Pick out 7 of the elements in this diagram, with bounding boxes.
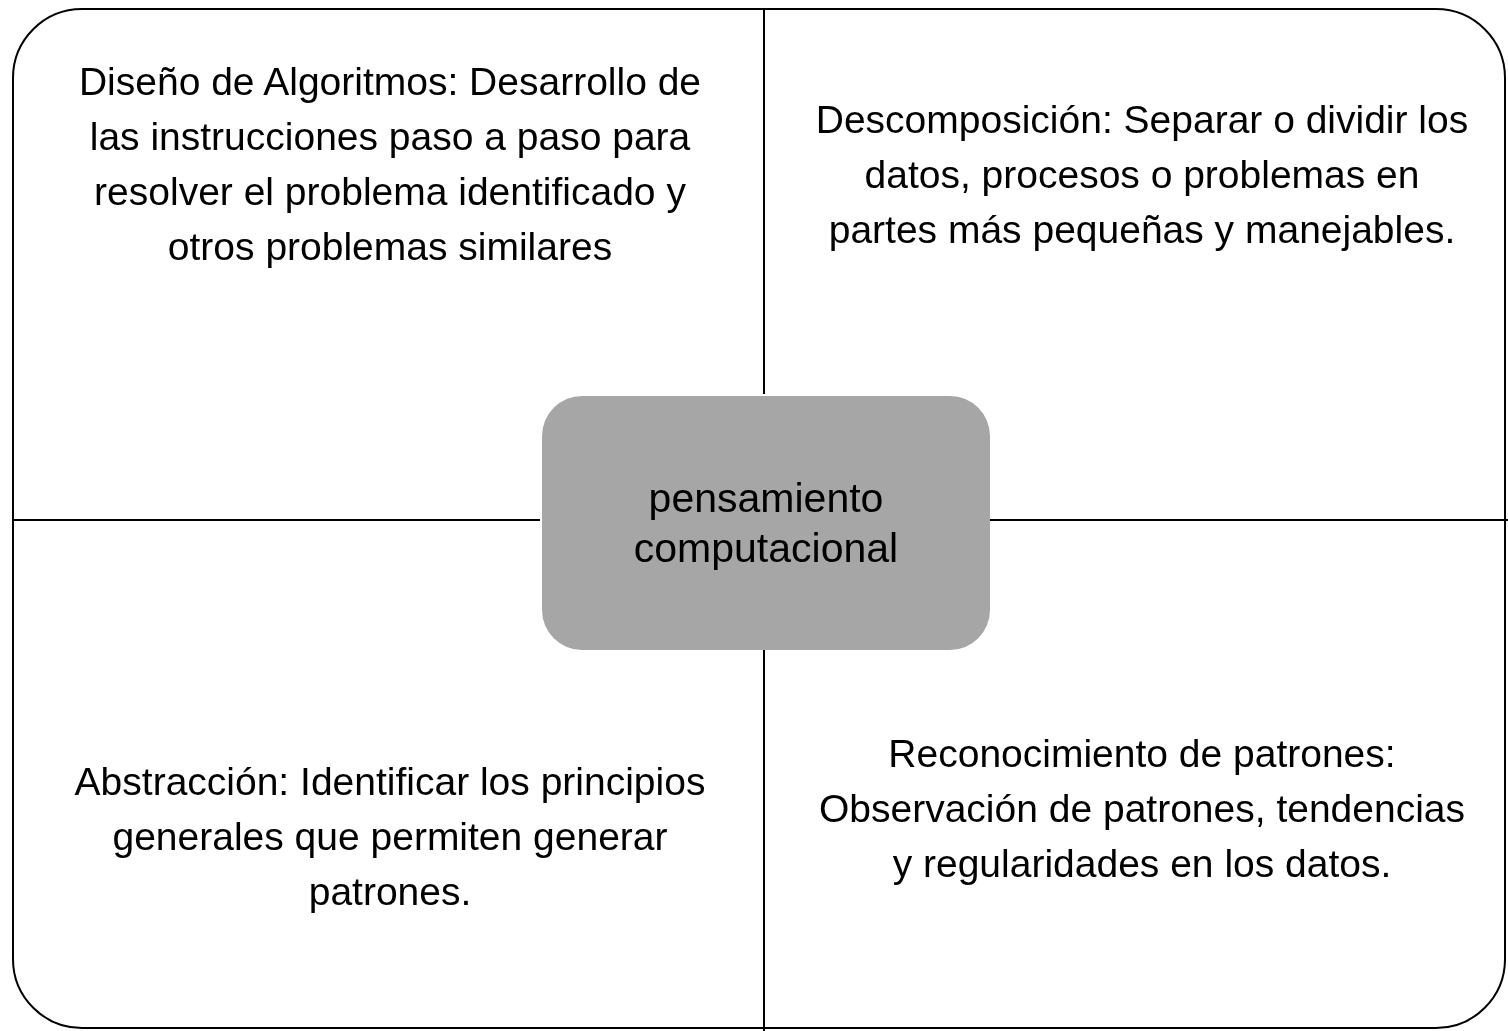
- quadrant-text: Diseño de Algoritmos: Desarrollo de las instrucciones paso a paso para resolver el problema identificado y otros problemas similares: [60, 54, 720, 274]
- quadrant-text: Descomposición: Separar o dividir los datos, procesos o problemas en partes más pequeñas y manejables.: [812, 92, 1472, 257]
- center-box: [542, 396, 990, 650]
- frame-border: [12, 8, 1506, 1029]
- center-label: pensamiento computacional: [632, 474, 900, 573]
- quadrant-text: Abstracción: Identificar los principios generales que permiten generar patrones.: [60, 754, 720, 919]
- quadrant-text: Reconocimiento de patrones: Observación de patrones, tendencias y regularidades en los datos.: [812, 726, 1472, 891]
